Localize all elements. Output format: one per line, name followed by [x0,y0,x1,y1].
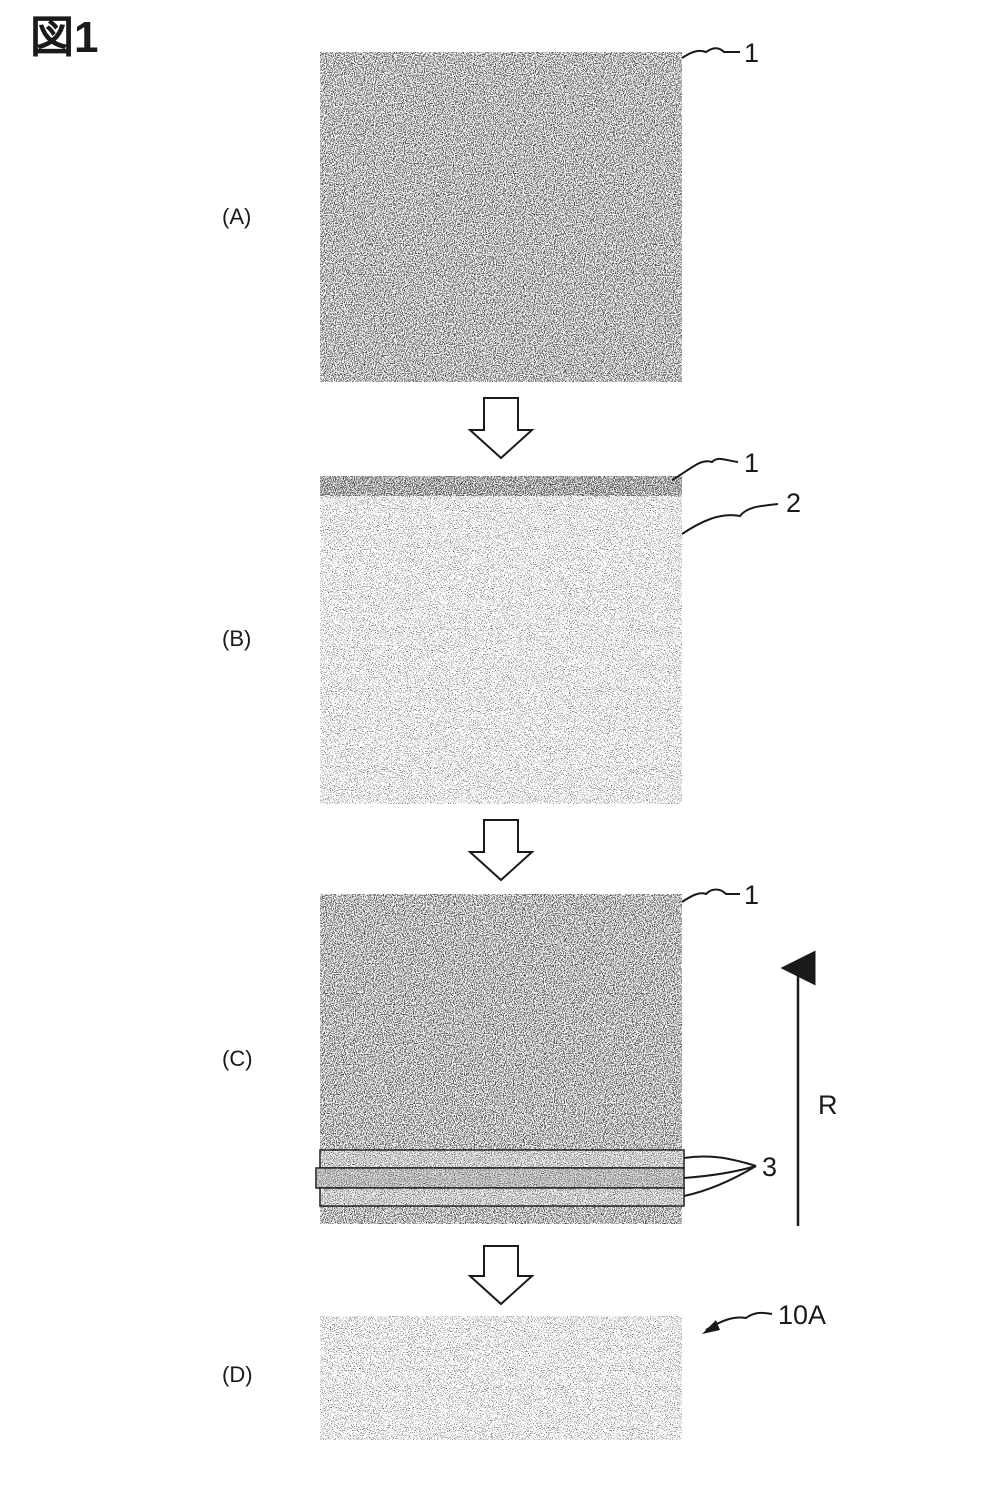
panel-a-label: (A) [222,204,251,229]
panel-a-block [320,52,682,382]
panel-c-ref-1: 1 [744,880,759,910]
panel-b-leader-1 [671,457,739,481]
panel-c-label: (C) [222,1046,253,1071]
panel-d-leader-10a [705,1311,773,1331]
panel-b-leader-2 [681,503,779,535]
panel-c-layer-middle-texture [316,1168,684,1188]
panel-c-leader-3a [683,1155,757,1167]
panel-c-leader-1 [681,888,740,903]
panel-c: (C) 1 3 R [222,880,838,1226]
panel-a-leader-1 [681,47,740,59]
panel-b-block [320,476,682,804]
direction-label: R [818,1090,838,1120]
panel-c-ref-3: 3 [762,1152,777,1182]
panel-d-ref-10a: 10A [778,1300,826,1330]
panel-d-label: (D) [222,1362,253,1387]
panel-c-leader-3b [683,1165,757,1179]
process-arrow-2 [467,819,535,882]
panel-d-block [320,1316,682,1440]
panel-d: (D) 10A [222,1300,826,1440]
panel-a-ref-1: 1 [744,38,759,68]
panel-b: (B) 1 2 [222,448,801,804]
process-arrow-3 [467,1245,535,1306]
panel-b-ref-1: 1 [744,448,759,478]
panel-c-layer-top-texture [320,1150,684,1168]
process-arrow-1 [467,397,535,460]
panel-b-ref-2: 2 [786,488,801,518]
panel-c-layer-bottom-texture [320,1188,684,1206]
figure-title: 図1 [30,13,98,62]
panel-a: (A) 1 [222,38,759,382]
panel-b-top-layer [320,476,682,496]
panel-b-label: (B) [222,626,251,651]
panel-c-leader-3c [683,1165,757,1197]
panel-d-leader-10a-head [702,1320,720,1334]
